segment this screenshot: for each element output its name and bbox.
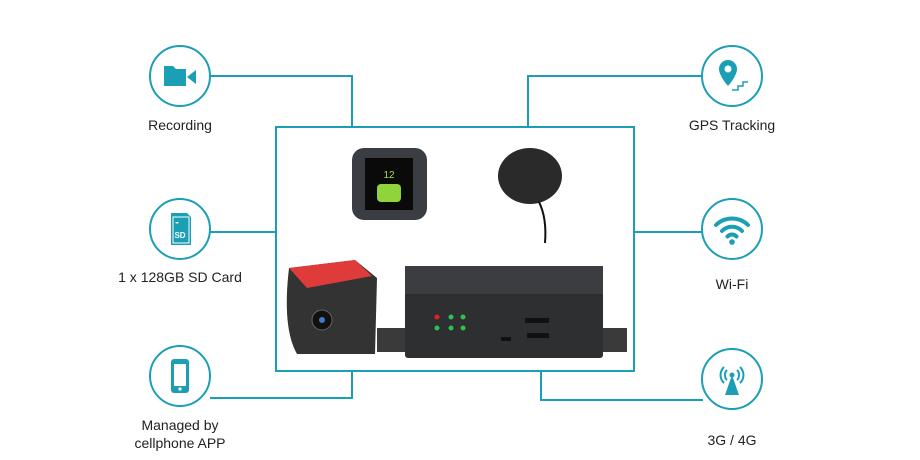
- feature-recording-label: Recording: [148, 117, 212, 133]
- video-camera-icon: [164, 66, 196, 86]
- smartphone-icon: [171, 359, 189, 393]
- connector-gps: [527, 75, 703, 77]
- feature-recording-icon-circle: [149, 45, 211, 107]
- connector-phone-v: [351, 368, 353, 399]
- connector-recording: [210, 75, 353, 77]
- map-pin-icon: [719, 60, 748, 91]
- sd-card-icon: SD: [171, 213, 191, 245]
- connector-gps-v: [527, 75, 529, 127]
- feature-wifi-icon-circle: [701, 198, 763, 260]
- microphone: [498, 148, 562, 244]
- connector-wifi: [631, 231, 703, 233]
- product-box: 12: [275, 126, 635, 372]
- mdvr-unit: [377, 266, 627, 358]
- feature-sd-icon-circle: SD: [149, 198, 211, 260]
- dash-camera: [286, 260, 377, 354]
- feature-gps-icon-circle: [701, 45, 763, 107]
- feature-wifi-label: Wi-Fi: [715, 276, 749, 292]
- connector-recording-v: [351, 75, 353, 127]
- product-photo: 12: [286, 148, 627, 358]
- driver-display: 12: [352, 148, 427, 220]
- display-speed: 12: [383, 170, 395, 181]
- feature-4g-icon-circle: [701, 348, 763, 410]
- connector-phone: [210, 397, 353, 399]
- connector-4g-v: [540, 368, 542, 401]
- feature-app-icon-circle: [149, 345, 211, 407]
- feature-4g-label: 3G / 4G: [707, 432, 757, 448]
- feature-app-label: Managed by cellphone APP: [134, 417, 226, 451]
- wifi-icon: [714, 216, 750, 245]
- sd-card-text: SD: [174, 231, 185, 240]
- feature-gps-label: GPS Tracking: [688, 117, 776, 133]
- feature-sd-label: 1 x 128GB SD Card: [118, 269, 242, 285]
- antenna-icon: [719, 366, 745, 395]
- connector-sd: [210, 231, 276, 233]
- connector-4g: [540, 399, 703, 401]
